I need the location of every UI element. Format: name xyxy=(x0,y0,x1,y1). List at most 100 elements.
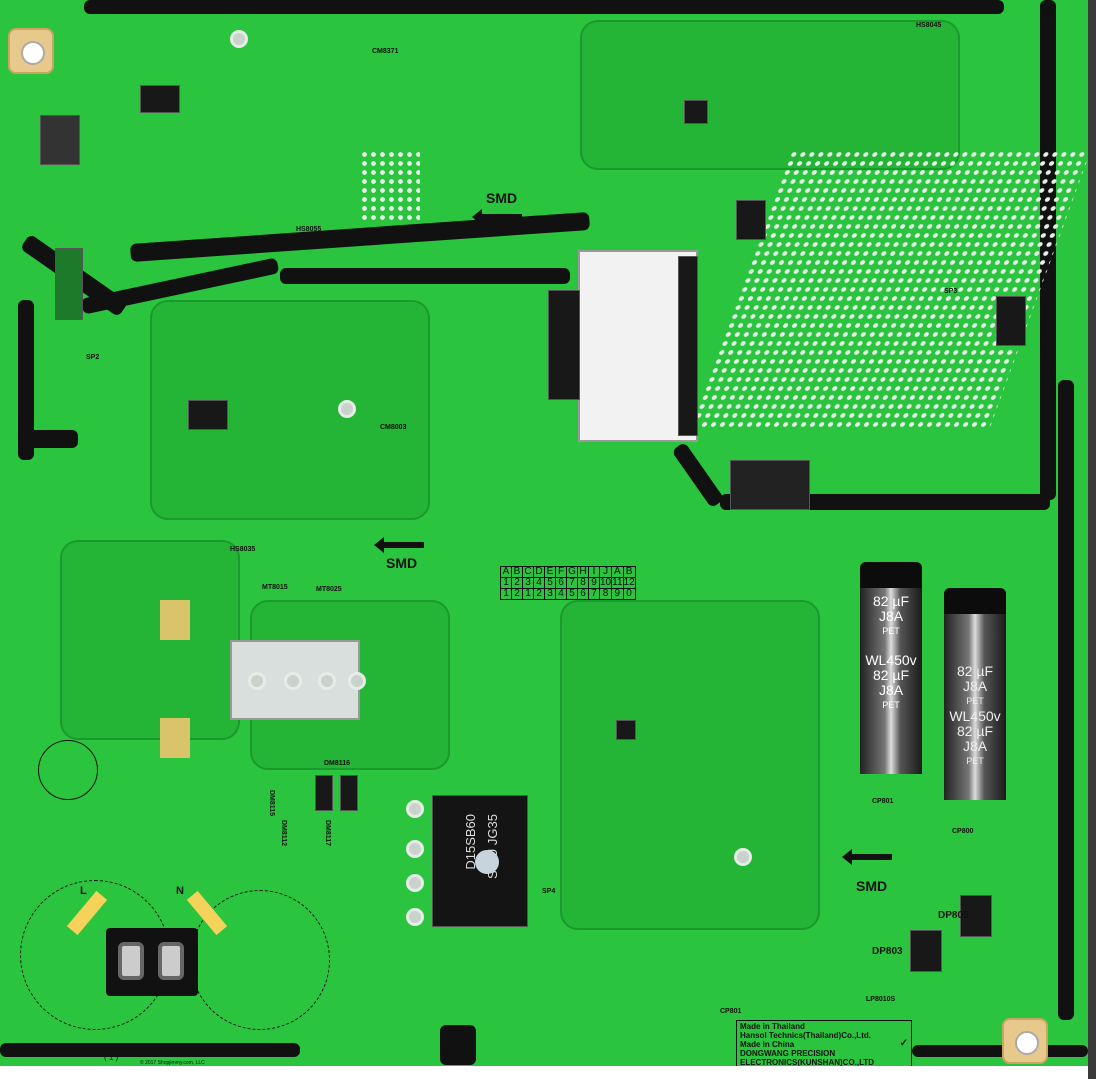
isolation-slot xyxy=(671,441,725,509)
solder-pad xyxy=(734,848,752,866)
ref-lp8010s: LP8010S xyxy=(866,996,896,1003)
copper-pour xyxy=(560,600,820,930)
heat-dissipation-vias xyxy=(689,150,1088,430)
grid-cell: 1 xyxy=(500,588,512,600)
grid-cell: 2 xyxy=(511,588,523,600)
mounting-hole xyxy=(8,28,54,74)
ac-input-connector[interactable] xyxy=(106,928,198,996)
grid-cell: 9 xyxy=(588,577,600,589)
mounting-hole xyxy=(1002,1018,1048,1064)
solder-pad xyxy=(406,800,424,818)
ref-dm8116: DM8116 xyxy=(324,760,351,767)
jumper-bank xyxy=(160,600,190,640)
solder-pad xyxy=(318,672,336,690)
jumper-bank xyxy=(160,718,190,758)
solder-pad xyxy=(284,672,302,690)
cap-type: PET xyxy=(882,700,900,710)
isolation-slot xyxy=(1058,380,1074,1020)
smd-label: SMD xyxy=(486,190,518,206)
ref-dm8112: DM8112 xyxy=(280,820,287,847)
isolation-slot xyxy=(84,0,1004,14)
transformer-pins xyxy=(678,256,698,436)
grid-cell: A xyxy=(500,566,512,578)
ref-sp3: SP3 xyxy=(944,288,958,295)
diode-dp805 xyxy=(960,895,992,937)
isolation-slot xyxy=(280,268,570,284)
grid-cell: 6 xyxy=(555,577,567,589)
cap-code: J8A xyxy=(878,608,904,624)
grid-cell: 1 xyxy=(500,577,512,589)
diode-dm8117 xyxy=(340,775,358,811)
grid-cell: B xyxy=(511,566,523,578)
copper-pour xyxy=(580,20,960,170)
ac-pin xyxy=(118,942,144,980)
cap-rating: 82 µF xyxy=(956,723,994,739)
cap-type: PET xyxy=(966,696,984,706)
grid-cell: G xyxy=(566,566,578,578)
ref-dm8117: DM8117 xyxy=(324,820,331,847)
isolation-slot xyxy=(18,430,78,448)
grid-cell: D xyxy=(533,566,545,578)
diode-dm8116 xyxy=(315,775,333,811)
solder-pad xyxy=(406,874,424,892)
solder-pad xyxy=(348,672,366,690)
transistor xyxy=(736,200,766,240)
grid-cell: 2 xyxy=(533,588,545,600)
connector-header xyxy=(55,248,83,320)
grid-cell: 4 xyxy=(555,588,567,600)
board-edge xyxy=(1088,0,1096,1079)
grid-cell: 8 xyxy=(598,588,613,600)
solder-pad xyxy=(406,908,424,926)
grid-cell: 2 xyxy=(511,577,523,589)
grid-cell: I xyxy=(588,566,600,578)
smd-label: SMD xyxy=(386,555,418,571)
solder-pad xyxy=(248,672,266,690)
neutral-label: N xyxy=(176,885,184,897)
grid-cell: 9 xyxy=(611,588,624,600)
grid-cell: 1 xyxy=(522,588,534,600)
ref-mt8015: MT8015 xyxy=(262,584,288,591)
ref-sp4: SP4 xyxy=(542,888,556,895)
mosfet-group xyxy=(730,460,810,510)
ref-sp2: SP2 xyxy=(86,354,100,361)
grid-cell: 5 xyxy=(566,588,578,600)
isolation-slot xyxy=(440,1025,476,1065)
grid-cell: E xyxy=(544,566,556,578)
ref-cp800: CP800 xyxy=(952,828,974,835)
silkscreen-circle xyxy=(38,740,98,800)
electrolytic-capacitor: 82 µF J8A PET WL450v 82 µF J8A PET xyxy=(944,588,1006,800)
ic-chip xyxy=(684,100,708,124)
grid-cell: 11 xyxy=(611,577,624,589)
grid-cell: F xyxy=(555,566,567,578)
grid-cell: B xyxy=(622,566,636,578)
grid-cell: 12 xyxy=(622,577,636,589)
cap-voltage: WL450v xyxy=(949,708,1001,724)
origin-line: DONGWANG PRECISION xyxy=(740,1049,836,1058)
solder-pad xyxy=(406,840,424,858)
grid-cell: 7 xyxy=(566,577,578,589)
solder-pad xyxy=(338,400,356,418)
grid-cell: A xyxy=(611,566,624,578)
ref-hs8045: HS8045 xyxy=(916,22,942,29)
arrow-icon xyxy=(374,537,424,553)
ref-hs8055: HS8055 xyxy=(296,226,322,233)
ref-dm8115: DM8115 xyxy=(268,790,275,817)
connector-header xyxy=(996,296,1026,346)
isolation-slot xyxy=(912,1045,1088,1057)
grid-cell: H xyxy=(577,566,589,578)
ref-cm8371: CM8371 xyxy=(372,48,399,55)
arrow-icon xyxy=(472,209,522,225)
copper-pour xyxy=(60,540,240,740)
arrow-icon xyxy=(842,849,892,865)
ref-hs8035: HS8035 xyxy=(230,546,256,553)
ac-pin xyxy=(158,942,184,980)
grid-cell: 3 xyxy=(544,588,556,600)
grid-cell: 0 xyxy=(622,588,636,600)
page-number: ( 1 ) xyxy=(104,1053,119,1062)
cap-code: J8A xyxy=(962,678,988,694)
transformer-pins xyxy=(548,290,580,400)
origin-label: Made in Thailand Hansol Technics(Thailan… xyxy=(736,1020,912,1066)
grid-cell: 4 xyxy=(533,577,545,589)
